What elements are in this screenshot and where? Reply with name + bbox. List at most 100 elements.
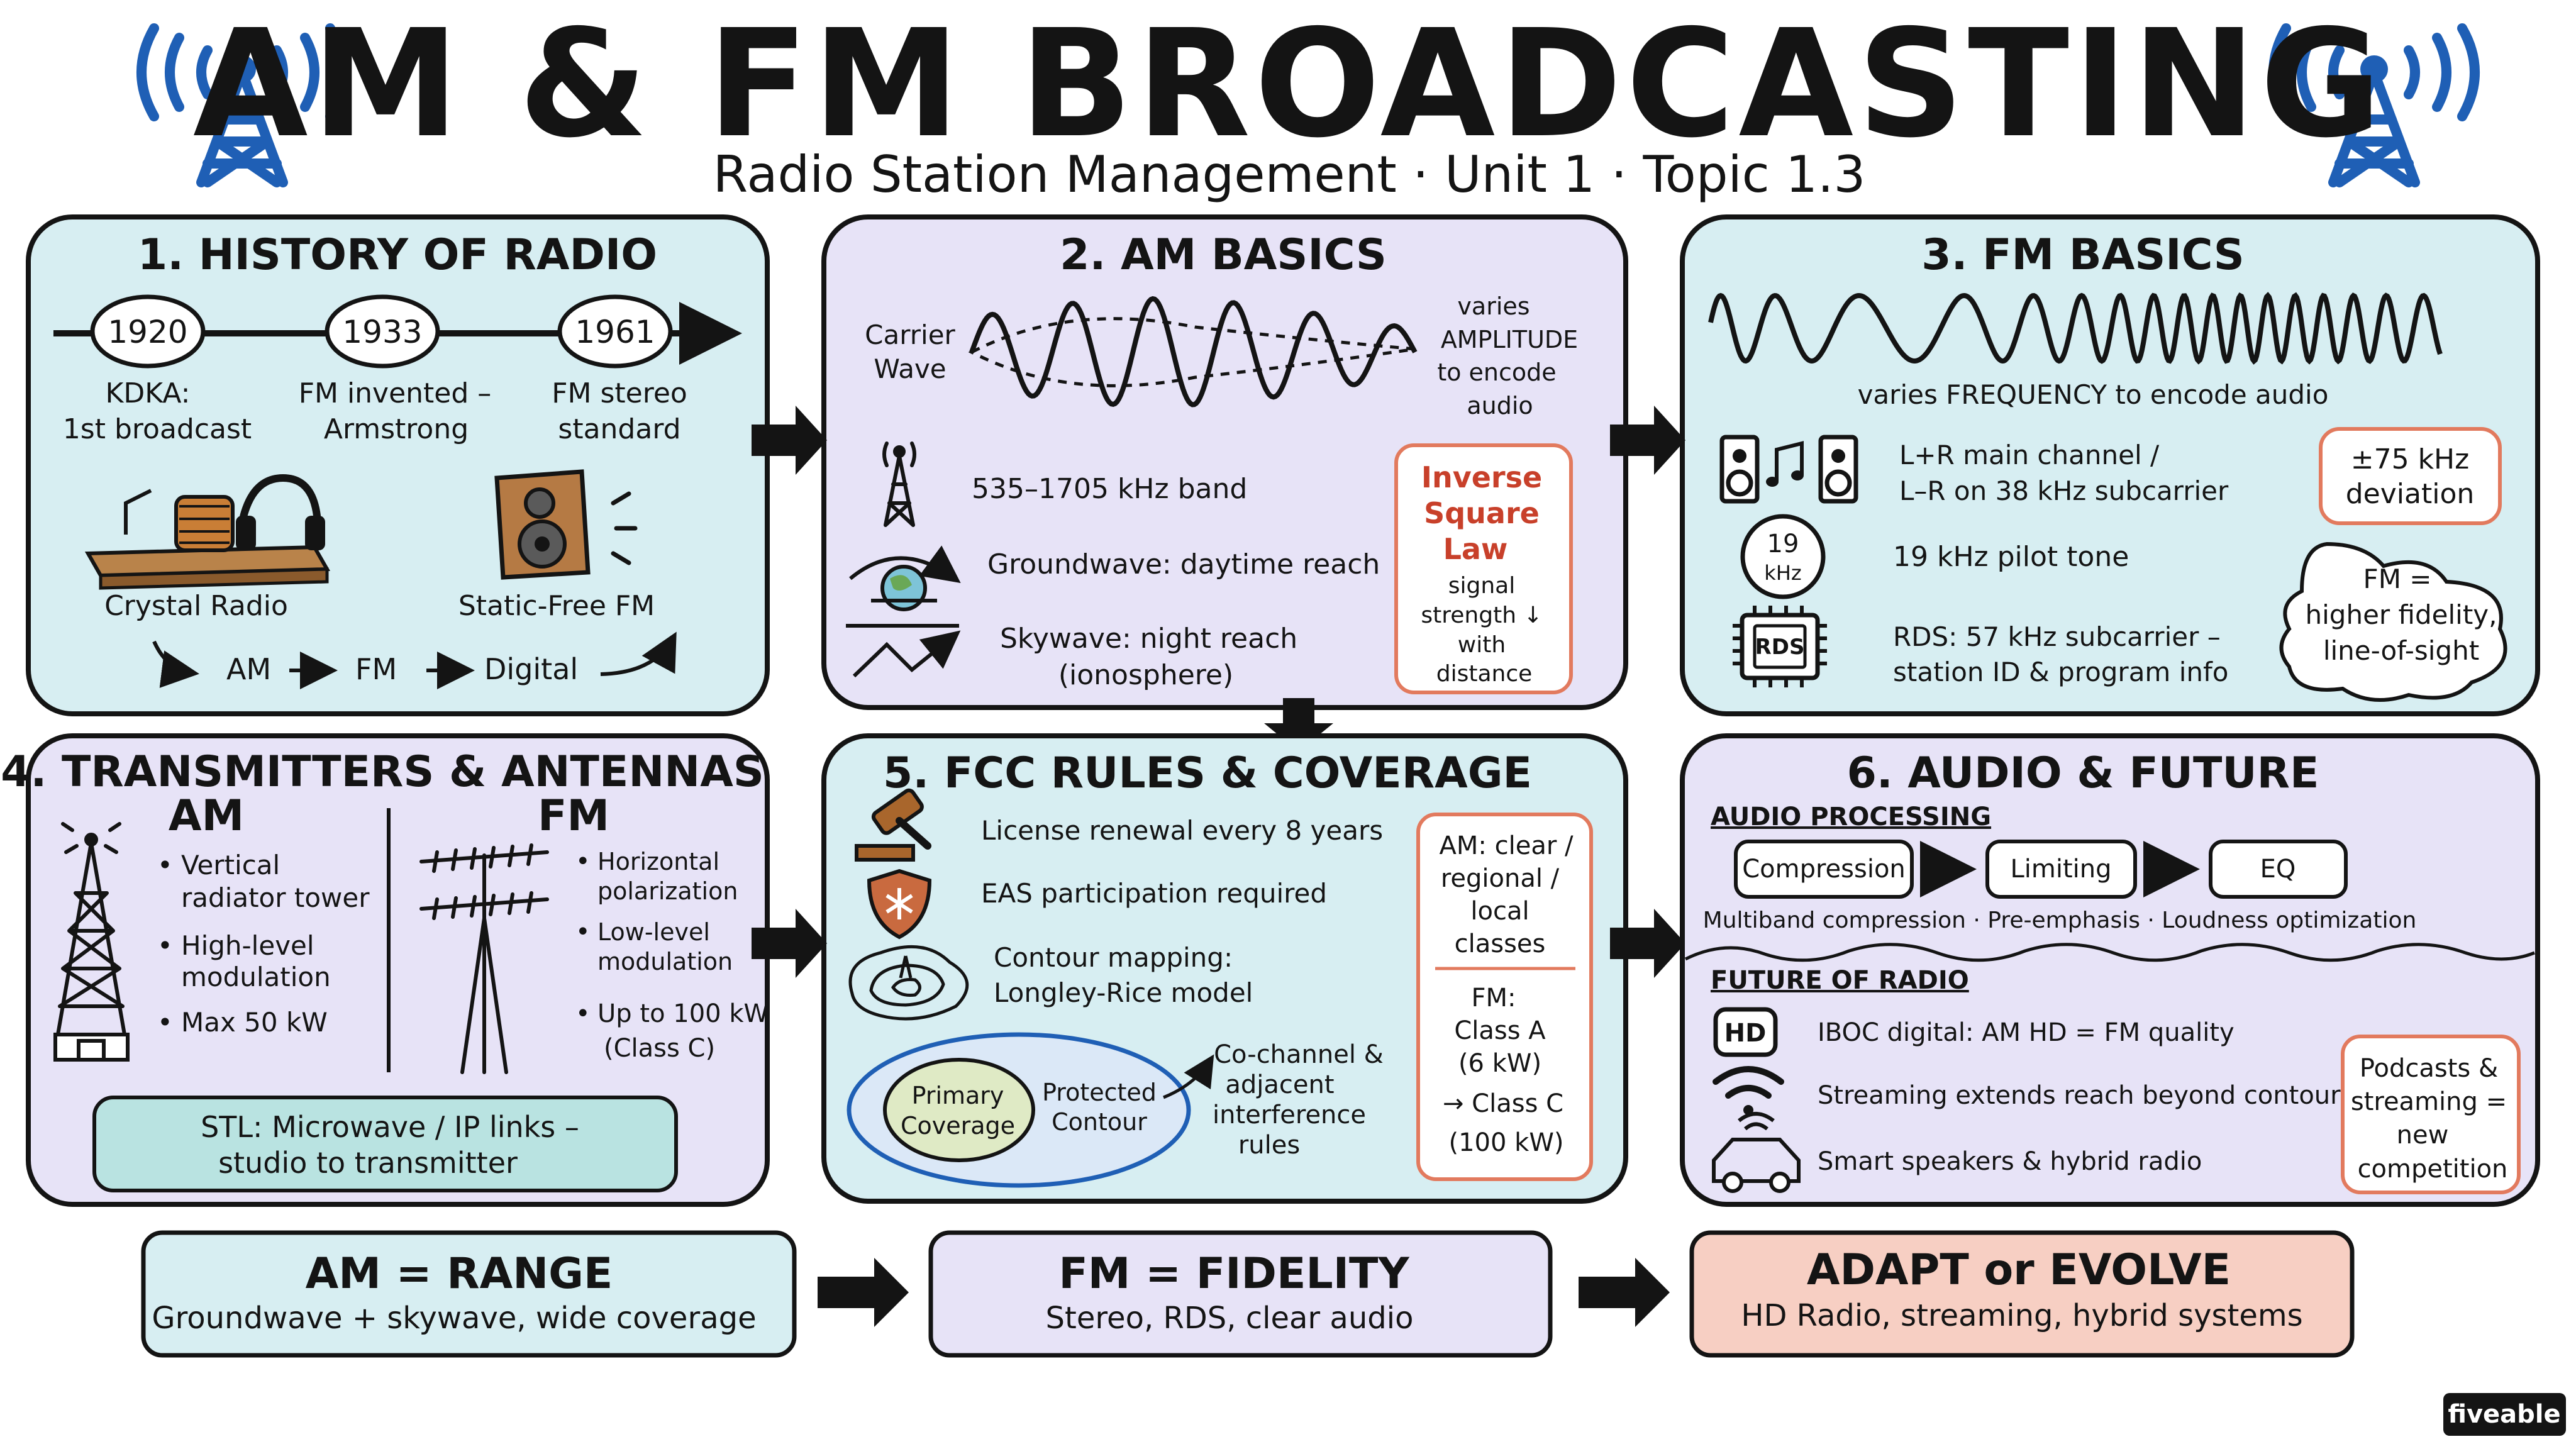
skywave-text: Skywave: night reach xyxy=(1000,623,1297,655)
processing-chain: Compression Limiting EQ xyxy=(1734,840,2348,899)
limiting-label: Limiting xyxy=(2010,855,2111,884)
varies-amplitude-text: to encode xyxy=(1437,358,1556,386)
fm-heading: FM xyxy=(538,791,609,841)
skywave-icon xyxy=(846,624,961,678)
fm-speech-bubble: FM = higher fidelity, line-of-sight xyxy=(2279,541,2507,702)
interference-text: adjacent xyxy=(1225,1070,1334,1099)
pilot-badge-number: 19 xyxy=(1767,530,1799,558)
hd-icon-label: HD xyxy=(1724,1019,1767,1048)
interference-text: interference xyxy=(1213,1101,1366,1130)
bullet: • xyxy=(157,1007,173,1038)
am-class-text: AM: clear / xyxy=(1440,831,1574,860)
panel-audio-future: 6. AUDIO & FUTURE AUDIO PROCESSING Compr… xyxy=(1680,733,2540,1207)
varies-frequency-text: varies FREQUENCY to encode audio xyxy=(1858,379,2329,410)
timeline-event: 1961 FM stereo standard xyxy=(552,294,687,445)
connected-car-icon xyxy=(1712,1112,1801,1193)
evolution-am: AM xyxy=(226,652,271,686)
am-wave-diagram xyxy=(968,296,1418,408)
fm-class-text: FM: xyxy=(1472,984,1516,1013)
am-class-text: local xyxy=(1470,897,1529,926)
fm-bullet-text: Up to 100 kW xyxy=(597,999,769,1028)
crystal-radio-icon xyxy=(84,474,331,590)
fm-bullets: • Horizontal polarization • Low-level mo… xyxy=(575,847,769,1063)
hd-radio-icon: HD xyxy=(1713,1007,1778,1057)
audio-processing-heading: AUDIO PROCESSING xyxy=(1711,802,1991,831)
fm-bullet-text: polarization xyxy=(597,877,738,905)
evolution-fm: FM xyxy=(355,652,397,686)
bubble-text: FM = xyxy=(2363,564,2432,594)
eq-button xyxy=(2209,840,2348,899)
processing-techniques: Multiband compression · Pre-emphasis · L… xyxy=(1703,908,2417,933)
summary-arrow xyxy=(818,1258,909,1327)
fm-class-text: → Class C xyxy=(1443,1089,1563,1118)
event-year: 1920 xyxy=(108,314,187,350)
panel-audio-title: 6. AUDIO & FUTURE xyxy=(1847,748,2319,798)
tower-icon-left xyxy=(136,23,348,187)
smart-speaker-text: Smart speakers & hybrid radio xyxy=(1818,1147,2202,1176)
interference-text: Co-channel & xyxy=(1214,1040,1384,1069)
bullet: • xyxy=(575,847,591,876)
inverse-square-body: distance xyxy=(1436,661,1533,687)
am-tower-icon xyxy=(53,822,130,1062)
fm-bullet-text: Horizontal xyxy=(597,848,719,875)
am-bullet-text: radiator tower xyxy=(181,882,370,913)
summary-heading: FM = FIDELITY xyxy=(1058,1249,1409,1299)
crystal-radio-label: Crystal Radio xyxy=(104,590,288,622)
summary-arrow xyxy=(1579,1258,1670,1327)
rds-chip-icon: RDS xyxy=(1733,606,1827,687)
page-subtitle: Radio Station Management · Unit 1 · Topi… xyxy=(713,145,1866,204)
coverage-diagram: Primary Coverage Protected Contour xyxy=(847,1032,1214,1188)
fm-class-text: Class A xyxy=(1454,1016,1546,1045)
am-class-text: regional / xyxy=(1441,864,1560,893)
bullet: • xyxy=(575,999,591,1028)
event-label: standard xyxy=(558,413,680,445)
flow-arrows-row2 xyxy=(752,909,1685,978)
stl-text: STL: Microwave / IP links – xyxy=(201,1110,579,1144)
bullet: • xyxy=(157,850,173,880)
deviation-callout: ±75 kHz deviation xyxy=(2319,427,2502,525)
panel-fcc: 5. FCC RULES & COVERAGE License renewal … xyxy=(821,733,1628,1204)
carrier-wave-label: Carrier xyxy=(865,319,955,350)
inverse-square-title: Law xyxy=(1443,532,1508,566)
stereo-speakers-icon xyxy=(1719,435,1858,504)
event-year: 1961 xyxy=(575,314,655,350)
stereo-channel-text: L–R on 38 kHz subcarrier xyxy=(1899,475,2229,506)
carrier-wave-label: Wave xyxy=(874,353,946,384)
fm-bullet-text: (Class C) xyxy=(604,1034,715,1063)
stereo-channel-text: L+R main channel / xyxy=(1899,440,2160,470)
fm-class-text: (6 kW) xyxy=(1458,1049,1541,1078)
podcasts-text: new xyxy=(2397,1121,2449,1150)
event-label: FM stereo xyxy=(552,377,687,409)
eas-text: EAS participation required xyxy=(981,878,1327,909)
deviation-label: deviation xyxy=(2346,478,2475,510)
inverse-square-callout: Inverse Square Law signal strength ↓ wit… xyxy=(1394,443,1573,694)
am-band: 535–1705 kHz band xyxy=(972,473,1247,505)
panel-fcc-title: 5. FCC RULES & COVERAGE xyxy=(883,748,1532,798)
station-classes-callout: AM: clear / regional / local classes FM:… xyxy=(1416,813,1593,1181)
fm-carrier-wave xyxy=(1708,292,2443,365)
event-label: Armstrong xyxy=(324,413,469,445)
brand-label: fiveable xyxy=(2448,1400,2560,1429)
eq-label: EQ xyxy=(2260,855,2296,884)
summary-fm-fidelity: FM = FIDELITY Stereo, RDS, clear audio xyxy=(928,1230,1553,1358)
panel-am-basics: 2. AM BASICS Carrier Wave varies AMPLITU… xyxy=(821,214,1628,710)
protected-contour-label: Contour xyxy=(1052,1108,1147,1136)
gavel-icon xyxy=(855,788,931,862)
podcasts-text: competition xyxy=(2358,1155,2508,1184)
inverse-square-title: Inverse xyxy=(1421,460,1542,494)
tower-icon xyxy=(882,441,916,527)
fm-class-text: (100 kW) xyxy=(1449,1128,1564,1157)
am-bullets: • Vertical radiator tower • High-level m… xyxy=(157,850,370,1038)
contour-text: Contour mapping: xyxy=(994,942,1233,973)
event-label: FM invented – xyxy=(299,377,492,409)
static-free-fm-label: Static-Free FM xyxy=(458,590,655,622)
am-heading: AM xyxy=(169,791,244,841)
summary-heading: ADAPT or EVOLVE xyxy=(1807,1245,2231,1295)
rds-text: RDS: 57 kHz subcarrier – xyxy=(1893,621,2221,652)
inverse-square-body: signal xyxy=(1448,573,1516,599)
skywave-text: (ionosphere) xyxy=(1058,659,1233,691)
summary-heading: AM = RANGE xyxy=(306,1249,613,1299)
panel-transmitters-title: 4. TRANSMITTERS & ANTENNAS xyxy=(1,747,764,797)
summary-subtext: Groundwave + skywave, wide coverage xyxy=(152,1301,756,1336)
